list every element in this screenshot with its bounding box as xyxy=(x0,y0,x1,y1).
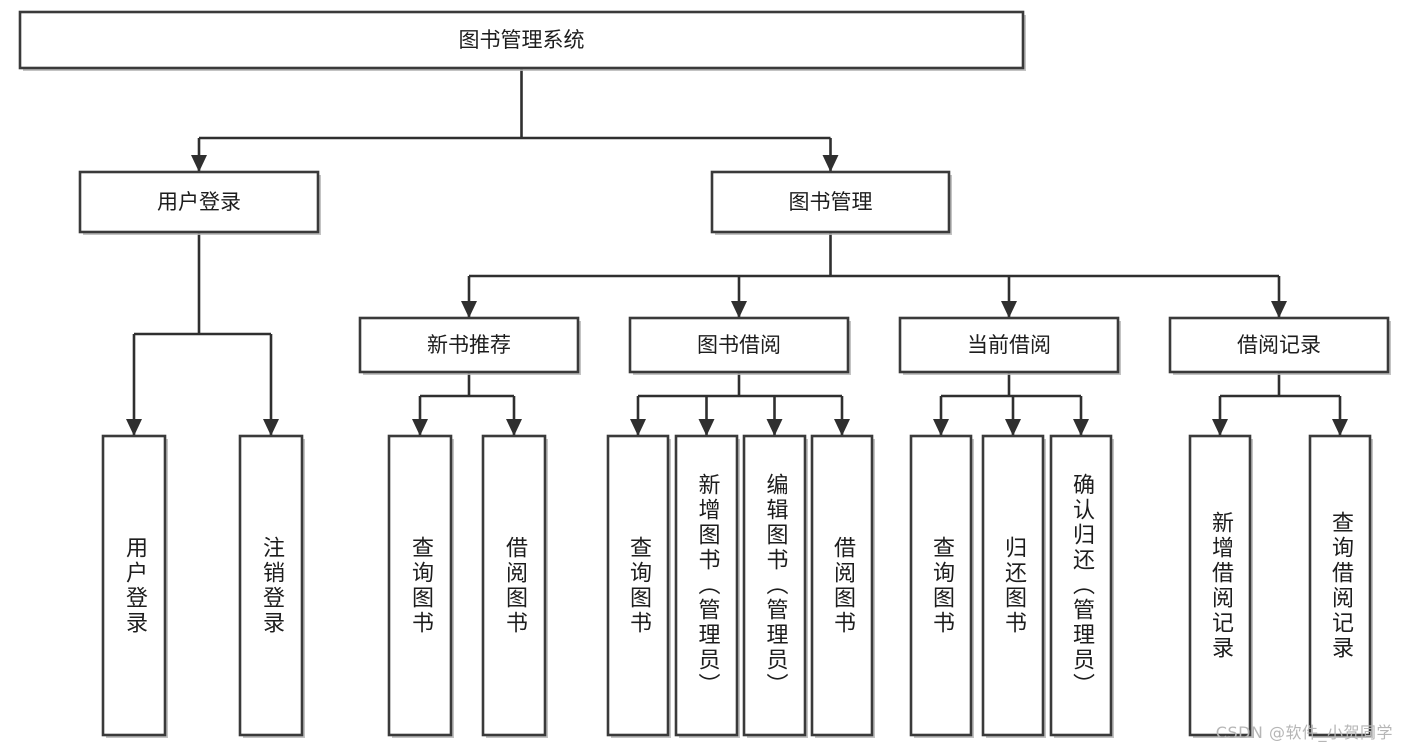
arrow-head-icon-leaf-query-book-2 xyxy=(630,419,646,436)
arrow-head-icon-leaf-add-book xyxy=(698,419,715,436)
arrow-head-icon-leaf-borrow-book-1 xyxy=(506,419,522,436)
node-box-leaf-user-login[interactable] xyxy=(101,434,167,737)
arrow-head-icon-l3-3 xyxy=(1271,301,1287,318)
node-box-leaf-return-book[interactable] xyxy=(981,434,1045,737)
arrow-head-icon-leaf-query-book-1 xyxy=(412,419,428,436)
node-box-leaf-borrow-book-1[interactable] xyxy=(481,434,547,737)
node-label-book-manage: 图书管理 xyxy=(789,190,873,214)
arrow-head-icon-l3-2 xyxy=(1001,301,1017,318)
node-box-leaf-query-book-1[interactable] xyxy=(387,434,453,737)
node-label-root: 图书管理系统 xyxy=(459,28,585,52)
edges-layer xyxy=(126,68,1348,436)
node-label-book-borrow: 图书借阅 xyxy=(697,333,781,357)
node-box-root[interactable] xyxy=(18,10,1025,70)
node-box-leaf-user-logout[interactable] xyxy=(238,434,304,737)
node-box-leaf-add-book[interactable] xyxy=(674,434,739,737)
arrow-head-icon-leaf-return-book xyxy=(1005,419,1021,436)
node-box-leaf-query-book-3[interactable] xyxy=(909,434,973,737)
arrow-head-icon-leaf-user-logout xyxy=(263,419,279,436)
arrow-head-icon-leaf-edit-book xyxy=(766,419,783,436)
arrow-head-icon-leaf-user-login xyxy=(126,419,142,436)
watermark-text: CSDN @软件_小贺同学 xyxy=(1215,723,1393,742)
node-box-leaf-query-book-2[interactable] xyxy=(606,434,670,737)
node-box-leaf-borrow-book-2[interactable] xyxy=(810,434,874,737)
arrow-head-icon-leaf-query-record xyxy=(1332,419,1348,436)
node-box-borrow-record[interactable] xyxy=(1168,316,1390,374)
arrow-head-icon-l2-1 xyxy=(822,155,839,172)
arrow-head-icon-leaf-add-record xyxy=(1212,419,1228,436)
node-box-current-borrow[interactable] xyxy=(898,316,1120,374)
node-box-leaf-add-record[interactable] xyxy=(1188,434,1252,737)
node-label-borrow-record: 借阅记录 xyxy=(1237,333,1321,357)
node-box-user-login[interactable] xyxy=(78,170,320,234)
arrow-head-icon-l3-0 xyxy=(461,301,477,318)
node-box-leaf-confirm-return[interactable] xyxy=(1049,434,1113,737)
node-box-book-manage[interactable] xyxy=(710,170,951,234)
boxes-layer xyxy=(18,10,1391,738)
node-label-new-book-rec: 新书推荐 xyxy=(427,333,511,357)
arrow-head-icon-l2-0 xyxy=(191,155,207,172)
arrow-head-icon-leaf-query-book-3 xyxy=(933,419,949,436)
node-box-leaf-edit-book[interactable] xyxy=(742,434,807,737)
node-label-user-login: 用户登录 xyxy=(157,190,241,214)
arrow-head-icon-leaf-borrow-book-2 xyxy=(834,419,850,436)
node-box-book-borrow[interactable] xyxy=(628,316,850,374)
arrow-head-icon-leaf-confirm-return xyxy=(1073,419,1089,436)
node-label-current-borrow: 当前借阅 xyxy=(967,333,1051,357)
node-box-new-book-rec[interactable] xyxy=(358,316,580,374)
node-box-leaf-query-record[interactable] xyxy=(1308,434,1372,737)
arrow-head-icon-l3-1 xyxy=(731,301,747,318)
